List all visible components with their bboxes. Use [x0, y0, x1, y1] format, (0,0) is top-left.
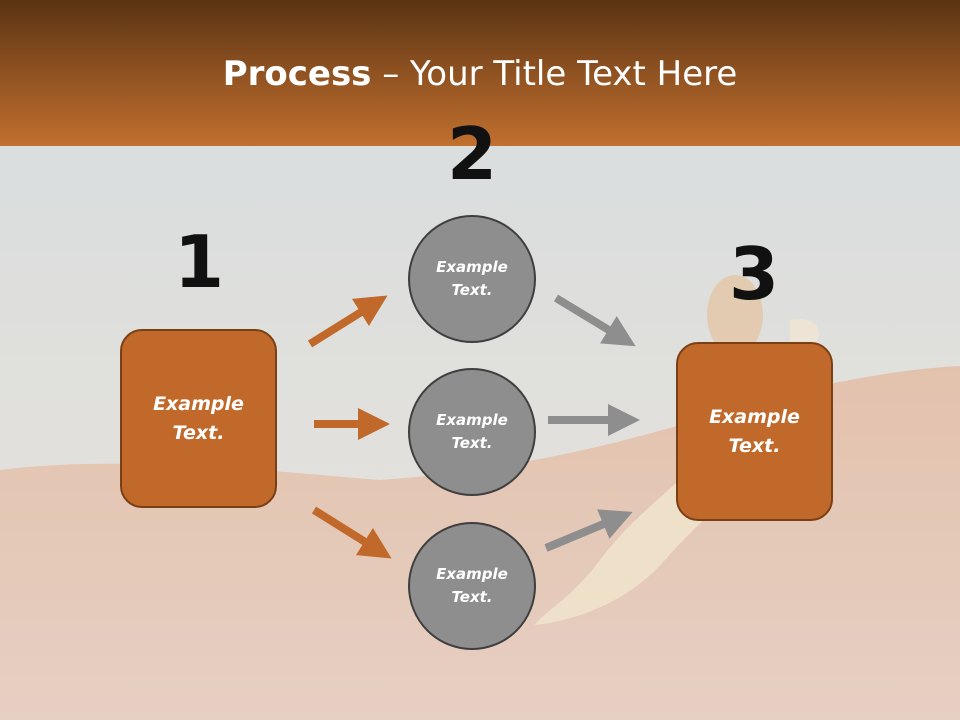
figure-silhouette — [707, 275, 763, 355]
step-number-3: 3 — [728, 232, 780, 316]
step-1-box: Example Text. — [120, 329, 277, 508]
arrow-1-to-bottom — [311, 506, 392, 559]
step-3-line1: Example — [709, 405, 800, 428]
header-bar — [0, 0, 960, 146]
step-3-box: Example Text. — [676, 342, 833, 521]
step-number-2: 2 — [446, 112, 498, 196]
circle-top-line1: Example — [436, 258, 508, 276]
step-2-circle-bottom: Example Text. — [408, 522, 536, 650]
step-number-1: 1 — [173, 220, 225, 304]
circle-middle-line1: Example — [436, 411, 508, 429]
arrow-top-to-3 — [553, 294, 636, 347]
circle-middle-line2: Text. — [451, 434, 493, 452]
slide-title: Process – Your Title Text Here — [0, 52, 960, 96]
step-3-line2: Text. — [728, 434, 781, 457]
step-1-line2: Text. — [172, 421, 225, 444]
step-2-circle-top: Example Text. — [408, 215, 536, 343]
step-2-circle-middle: Example Text. — [408, 368, 536, 496]
circle-bottom-line1: Example — [436, 565, 508, 583]
step-1-line1: Example — [153, 392, 244, 415]
circle-bottom-line2: Text. — [451, 588, 493, 606]
arrow-1-to-top — [307, 295, 388, 348]
title-bold: Process — [222, 54, 372, 94]
circle-top-line2: Text. — [451, 281, 493, 299]
title-rest: – Your Title Text Here — [371, 54, 738, 94]
arrow-bottom-to-3 — [544, 509, 633, 552]
